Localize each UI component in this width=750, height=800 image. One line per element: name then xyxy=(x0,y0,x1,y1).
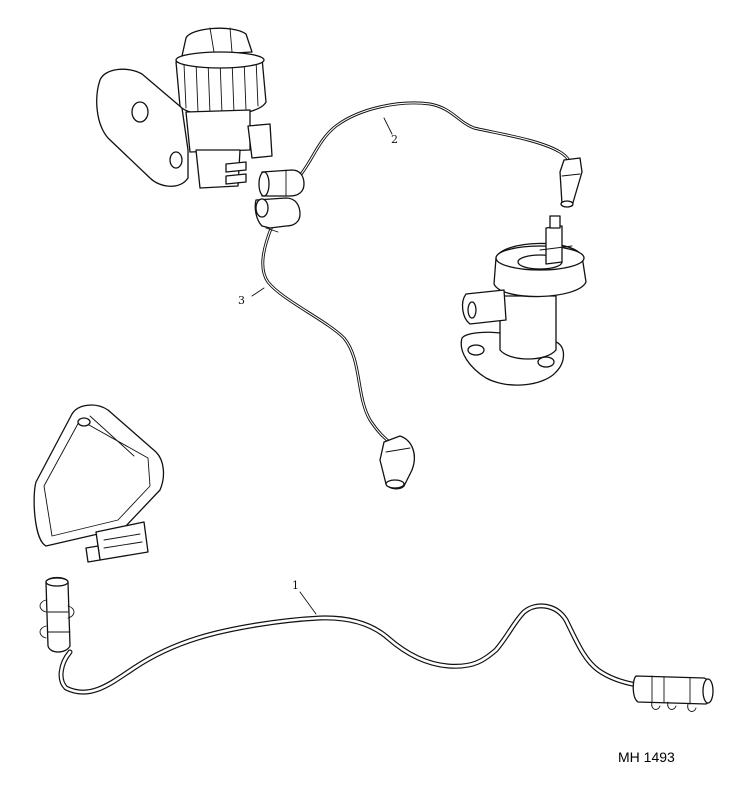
callout-3: 3 xyxy=(238,294,245,307)
vacuum-hose-upper xyxy=(258,101,583,208)
vacuum-hose-lower xyxy=(251,197,415,490)
control-module-icon xyxy=(33,404,165,563)
vacuum-pipe xyxy=(39,576,714,712)
callout-1: 1 xyxy=(292,579,299,592)
solenoid-valve-icon xyxy=(96,27,273,189)
callout-2: 2 xyxy=(391,133,398,146)
egr-valve-icon xyxy=(460,215,587,386)
diagram-reference: MH 1493 xyxy=(618,749,675,765)
